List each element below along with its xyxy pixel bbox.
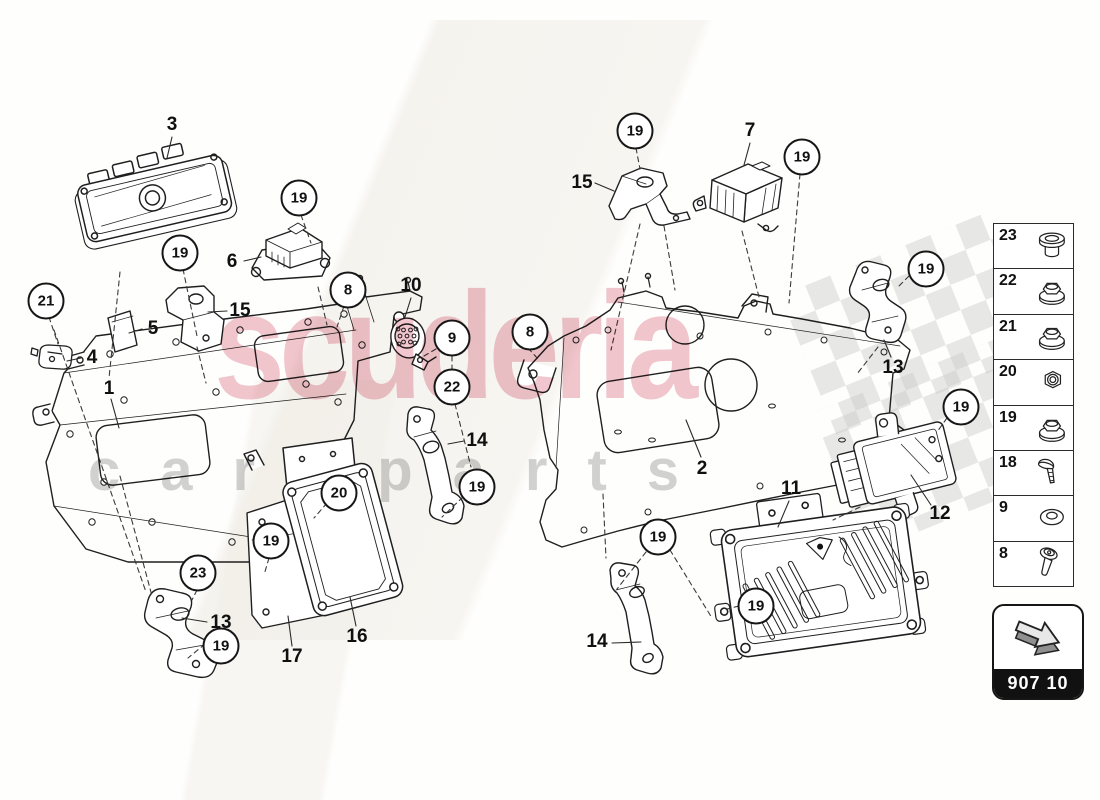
- washer-icon: [1039, 509, 1064, 526]
- legend-number: 21: [999, 317, 1017, 335]
- legend-number: 22: [999, 272, 1017, 290]
- legend-row-18[interactable]: 18: [994, 451, 1073, 497]
- hex-nut-icon: [1044, 371, 1062, 389]
- legend-number: 9: [999, 499, 1008, 517]
- badge-arrow-area: [994, 606, 1082, 669]
- callout-balloon-19-i[interactable]: 19: [458, 468, 496, 506]
- callout-balloon-19-d[interactable]: 19: [783, 138, 821, 176]
- flange-nut-icon: [1038, 419, 1065, 442]
- callout-balloon-19-k[interactable]: 19: [737, 587, 775, 625]
- bushing-icon: [1038, 232, 1065, 258]
- part-number-14-bottom: 14: [586, 631, 608, 652]
- part-15-bracket-top-drawing: [608, 167, 691, 226]
- part-number-12: 12: [929, 503, 951, 524]
- callout-balloon-22[interactable]: 22: [433, 368, 471, 406]
- legend-row-21[interactable]: 21: [994, 315, 1073, 361]
- round-head-screw-icon: [1037, 458, 1055, 484]
- part-number-16: 16: [346, 626, 368, 647]
- legend-row-9[interactable]: 9: [994, 496, 1073, 542]
- flange-screw-icon: [1039, 547, 1058, 576]
- part-15-bracket-left-drawing: [165, 285, 225, 352]
- part-number-7: 7: [744, 120, 756, 141]
- callout-balloon-8-a[interactable]: 8: [329, 271, 367, 309]
- callout-balloon-8-b[interactable]: 8: [511, 313, 549, 351]
- legend-number: 23: [999, 227, 1017, 244]
- diagram-code-badge[interactable]: 907 10: [992, 604, 1084, 700]
- callout-balloon-20[interactable]: 20: [320, 474, 358, 512]
- part-11-ecu-drawing: [709, 492, 929, 661]
- legend-row-23[interactable]: 23: [994, 224, 1073, 270]
- callout-balloon-19-b[interactable]: 19: [280, 179, 318, 217]
- part-number-4: 4: [86, 347, 98, 368]
- legend-number: 20: [999, 363, 1017, 381]
- flange-nut-icon: [1038, 327, 1065, 350]
- legend-number: 8: [999, 544, 1008, 562]
- legend-number: 19: [999, 408, 1017, 426]
- part-number-6: 6: [226, 251, 238, 272]
- part-3-ecu-drawing: [74, 142, 238, 250]
- callout-balloon-19-f[interactable]: 19: [942, 388, 980, 426]
- part-number-1: 1: [103, 378, 115, 399]
- legend-number: 18: [999, 453, 1017, 471]
- callout-balloon-21[interactable]: 21: [27, 282, 65, 320]
- direction-arrow-icon: [1014, 619, 1061, 656]
- legend-row-22[interactable]: 22: [994, 269, 1073, 315]
- legend-row-8[interactable]: 8: [994, 542, 1073, 586]
- part-number-17: 17: [281, 646, 303, 667]
- legend-row-20[interactable]: 20: [994, 360, 1073, 406]
- flange-nut-icon: [1038, 283, 1065, 306]
- hardware-legend: 23 22 21 20: [993, 223, 1074, 588]
- callout-balloon-19-g[interactable]: 19: [202, 627, 240, 665]
- part-number-2: 2: [696, 458, 708, 479]
- part-number-3: 3: [166, 114, 178, 135]
- part-number-14-left: 14: [466, 430, 488, 451]
- part-number-13-top: 13: [882, 357, 904, 378]
- part-14-bracket-left-drawing: [406, 406, 465, 525]
- part-14-bracket-bottom-drawing: [609, 562, 664, 675]
- badge-code: 907 10: [994, 669, 1082, 698]
- part-6-control-unit-drawing: [250, 222, 331, 281]
- callout-balloon-19-e[interactable]: 19: [907, 250, 945, 288]
- part-number-11: 11: [780, 478, 802, 499]
- part-number-15-left: 15: [229, 300, 251, 321]
- part-number-10: 10: [400, 275, 422, 296]
- callout-balloon-9[interactable]: 9: [433, 319, 471, 357]
- part-10-sensor-drawing: [390, 311, 437, 371]
- callout-balloon-19-a[interactable]: 19: [161, 234, 199, 272]
- part-number-15-top: 15: [571, 172, 593, 193]
- callout-balloon-23[interactable]: 23: [179, 554, 217, 592]
- part-7-control-unit-drawing: [692, 161, 783, 233]
- callout-balloon-19-c[interactable]: 19: [616, 112, 654, 150]
- legend-row-19[interactable]: 19: [994, 406, 1073, 451]
- part-number-5: 5: [147, 318, 159, 339]
- callout-balloon-19-h[interactable]: 19: [252, 522, 290, 560]
- callout-balloon-19-j[interactable]: 19: [639, 518, 677, 556]
